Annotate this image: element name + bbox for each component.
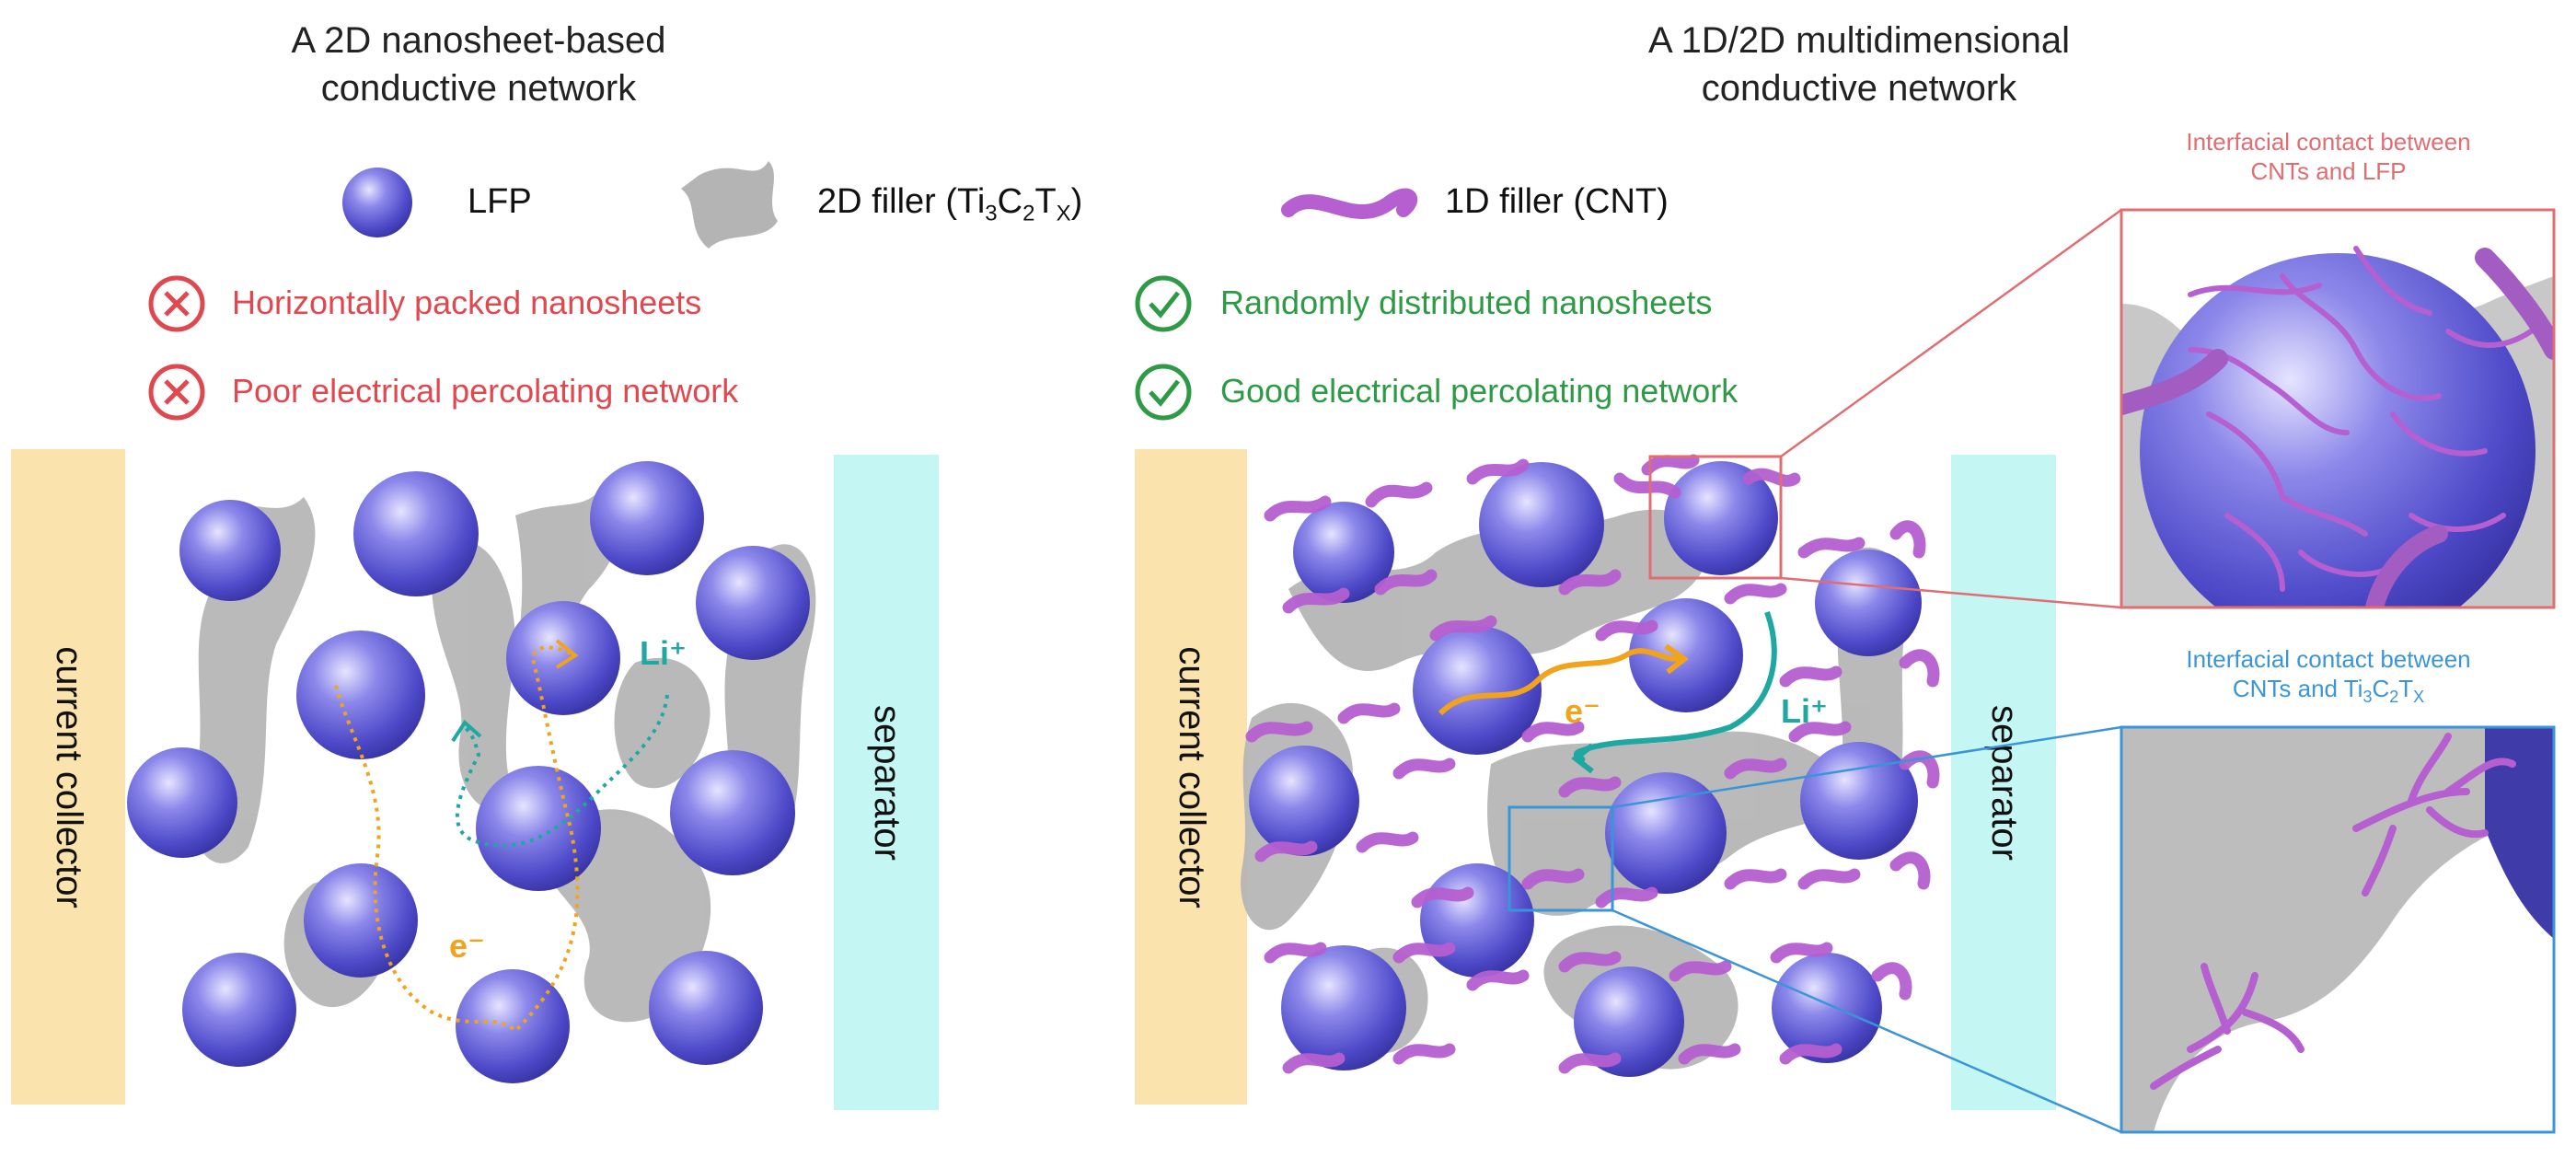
legend-1d-filler-icon (1281, 188, 1418, 219)
inset-cnt-mxene (2121, 727, 2554, 1132)
legend-2d-filler-label: 2D filler (Ti3C2TX) (817, 182, 1083, 226)
right-e-path (1438, 648, 1681, 716)
inset-cnt-mxene-caption: Interfacial contact between CNTs and Ti3… (2186, 645, 2471, 707)
right-current-collector: current collector (1135, 449, 1247, 1105)
right-zoom-box-lfp (1648, 455, 1783, 580)
legend-lfp-icon (342, 168, 412, 237)
cross-icon (148, 275, 205, 332)
right-zoom-box-mxene (1507, 805, 1614, 912)
left-li-label: Li⁺ (640, 634, 687, 672)
check-icon (1135, 275, 1192, 332)
right-e-label: e⁻ (1565, 692, 1600, 730)
legend-1d-filler-label: 1D filler (CNT) (1445, 182, 1669, 221)
right-1d-fillers (1245, 454, 1940, 1074)
benefit-random-distribution: Randomly distributed nanosheets (1220, 283, 1713, 321)
left-e-label: e⁻ (449, 927, 485, 965)
cross-icon (148, 364, 205, 421)
inset-cnt-lfp (2121, 210, 2554, 607)
left-current-collector: current collector (11, 449, 125, 1105)
right-panel-title: A 1D/2D multidimensional conductive netw… (1648, 20, 2070, 109)
benefit-good-percolation: Good electrical percolating network (1220, 372, 1739, 410)
legend-lfp-label: LFP (468, 182, 532, 221)
left-li-path (455, 694, 669, 848)
legend-2d-filler-icon (681, 161, 778, 249)
inset-cnt-lfp-caption: Interfacial contact between CNTs and LFP (2186, 128, 2471, 185)
check-icon (1135, 364, 1192, 421)
right-separator: separator (1951, 455, 2056, 1110)
left-panel-title: A 2D nanosheet-based conductive network (291, 20, 666, 109)
issue-poor-percolation: Poor electrical percolating network (232, 372, 739, 410)
issue-horizontal-packing: Horizontally packed nanosheets (232, 283, 702, 321)
left-separator: separator (834, 455, 939, 1110)
right-li-label: Li⁺ (1781, 692, 1828, 730)
left-e-path (334, 645, 580, 1034)
